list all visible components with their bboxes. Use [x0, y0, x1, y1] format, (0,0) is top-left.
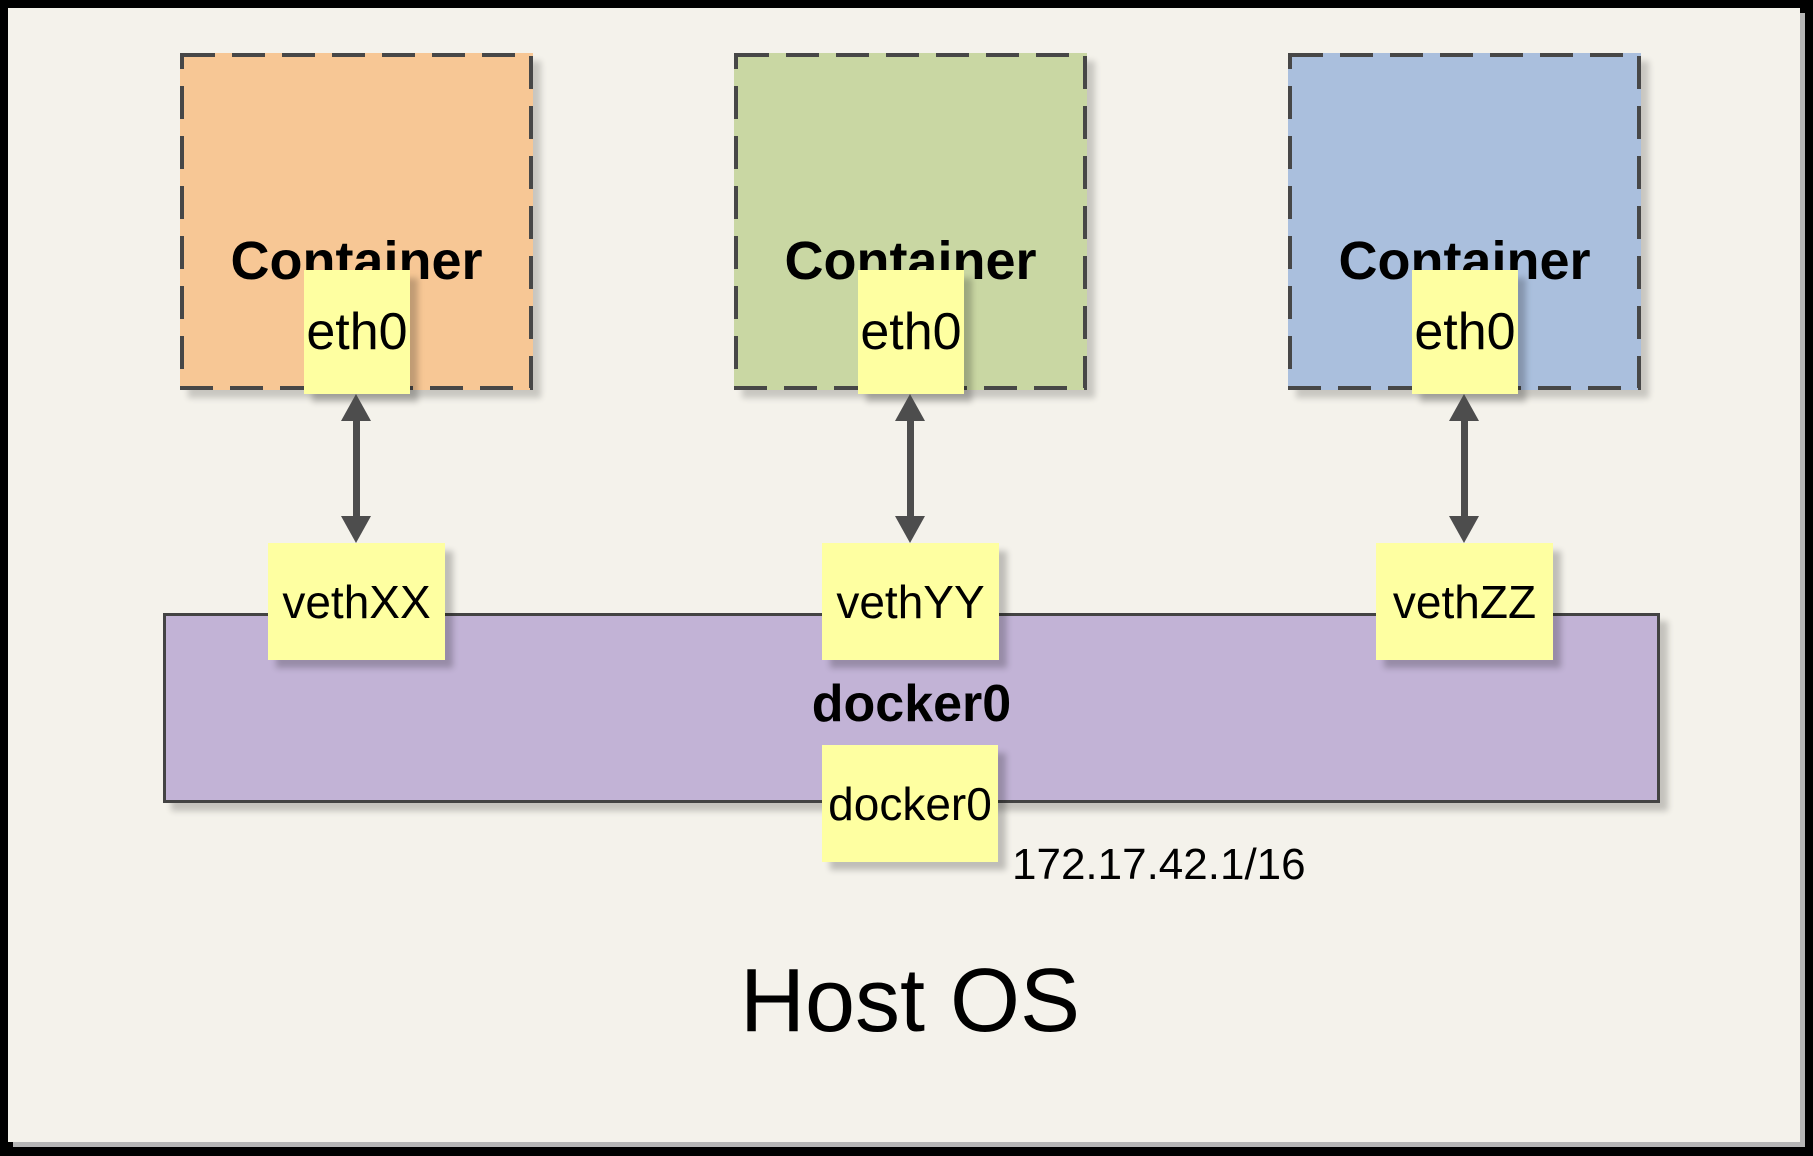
veth-box-2: vethYY [822, 543, 999, 660]
arrow-shaft [1460, 418, 1468, 519]
eth0-veth-arrow-3 [1448, 394, 1480, 543]
bridge-ip-label: 172.17.42.1/16 [1012, 840, 1306, 889]
arrowhead-down-icon [341, 516, 371, 543]
veth-box-1: vethXX [268, 543, 445, 660]
docker0-bridge-title: docker0 [811, 675, 1012, 733]
eth0-veth-arrow-2 [894, 394, 926, 543]
host-os-title: Host OS [739, 951, 1081, 1051]
eth0-veth-arrow-1 [340, 394, 372, 543]
eth0-box-1: eth0 [304, 270, 410, 394]
eth0-box-3: eth0 [1412, 270, 1518, 394]
eth0-box-2: eth0 [858, 270, 964, 394]
arrow-shaft [352, 418, 360, 519]
arrowhead-down-icon [1449, 516, 1479, 543]
arrowhead-up-icon [895, 394, 925, 421]
veth-box-3: vethZZ [1376, 543, 1553, 660]
arrowhead-up-icon [341, 394, 371, 421]
host-os-canvas: Container Container Container eth0 eth0 … [8, 8, 1800, 1142]
arrow-shaft [906, 418, 914, 519]
docker0-interface-box: docker0 [822, 745, 998, 862]
arrowhead-up-icon [1449, 394, 1479, 421]
arrowhead-down-icon [895, 516, 925, 543]
